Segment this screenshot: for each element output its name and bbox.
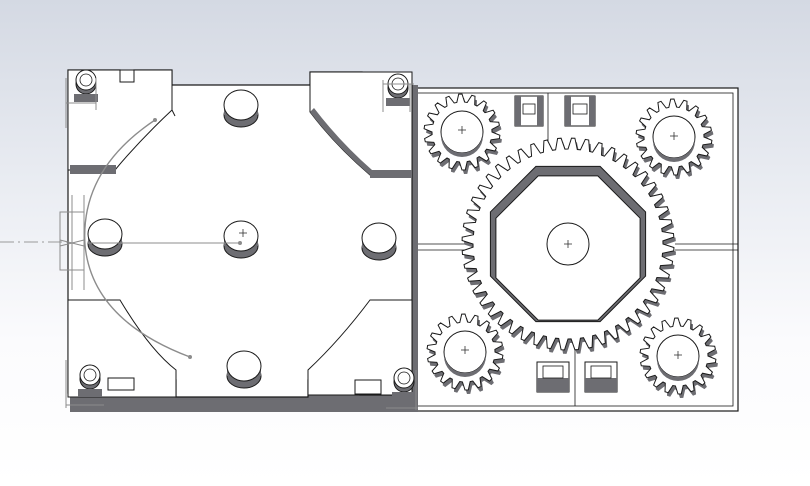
sketch-point-top[interactable] [153, 118, 157, 122]
sketch-arc[interactable] [84, 119, 191, 358]
construction-marks-top-left[interactable] [65, 78, 97, 128]
origin-center-mark [239, 229, 247, 237]
housing-edge-shadow-b [370, 170, 412, 178]
boss-top-right[interactable] [386, 73, 410, 106]
corner-bosses-group[interactable] [74, 69, 416, 400]
housing-inner-chamfer-tl [171, 109, 176, 117]
clip-top-left[interactable] [514, 95, 544, 127]
sketch-point-bottom[interactable] [188, 355, 192, 359]
pegs-group[interactable] [87, 89, 397, 389]
notch-top-left [119, 69, 135, 83]
origin-center-mark [461, 346, 469, 354]
peg-top[interactable] [223, 89, 259, 128]
gear-plate[interactable] [411, 87, 739, 412]
housing-block-bottom-right [307, 299, 413, 396]
housing-plate[interactable] [59, 69, 418, 412]
peg-bottom[interactable] [226, 350, 262, 389]
clip-bottom-left[interactable] [536, 361, 570, 393]
notch-bottom-left [107, 377, 135, 391]
peg-right[interactable] [361, 222, 397, 261]
boss-top-left[interactable] [74, 69, 98, 102]
clip-bottom-right[interactable] [584, 361, 618, 393]
origin-center-mark [670, 132, 678, 140]
clip-top-right[interactable] [564, 95, 596, 127]
construction-marks-top-right[interactable] [382, 80, 414, 112]
housing-edge-shadow-c [176, 398, 308, 410]
notch-bottom-right [354, 379, 382, 395]
origin-marks-group [239, 126, 682, 359]
origin-center-mark [458, 126, 466, 134]
peg-left[interactable] [87, 218, 123, 257]
housing-edge-shadow-a [70, 165, 116, 174]
origin-center-mark [564, 240, 572, 248]
housing-inner-chamfer-tr [310, 108, 372, 175]
sketch-point-center[interactable] [238, 241, 242, 245]
origin-center-mark [674, 351, 682, 359]
boss-bottom-right[interactable] [392, 367, 416, 400]
boss-bottom-left[interactable] [78, 364, 102, 397]
gears-group[interactable] [423, 93, 718, 398]
construction-bracket-left[interactable] [59, 195, 85, 290]
construction-marks-bottom[interactable] [65, 360, 418, 410]
peg-center[interactable] [223, 220, 259, 259]
